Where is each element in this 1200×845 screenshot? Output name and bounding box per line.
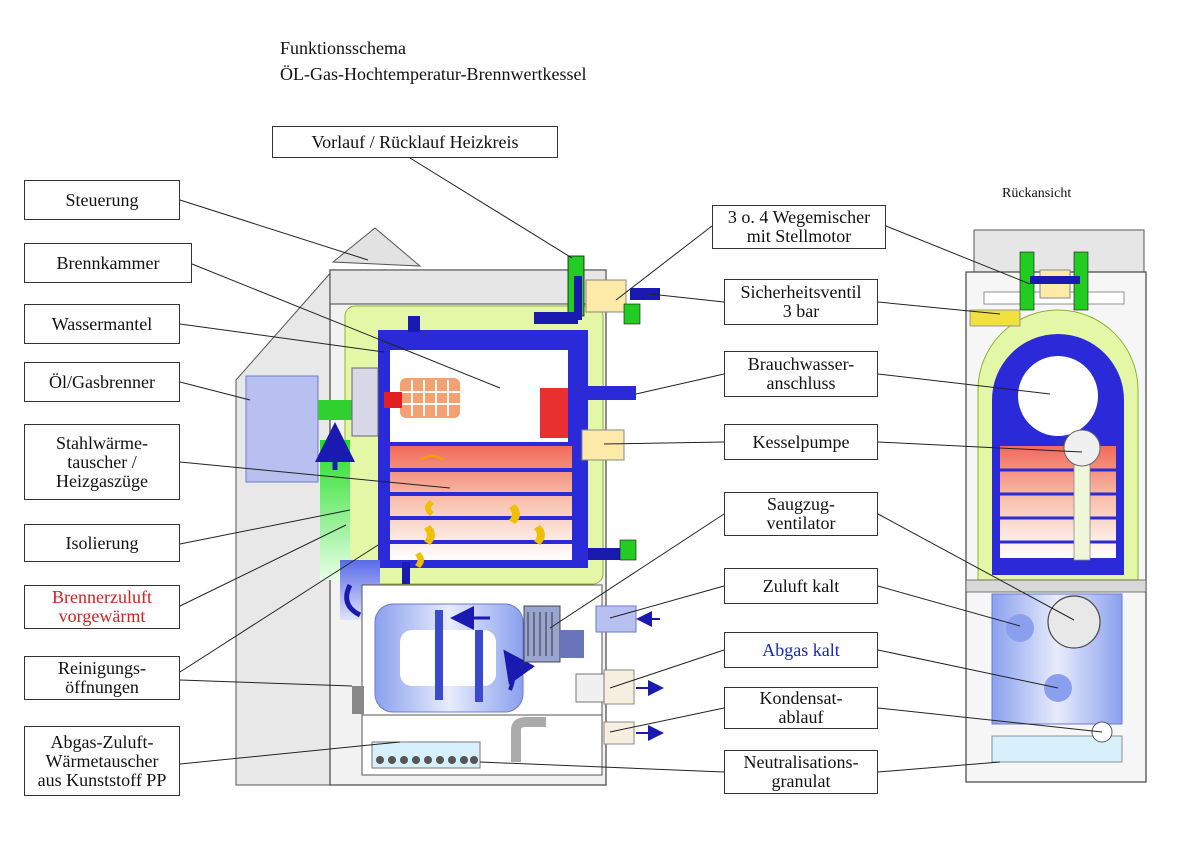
label-brenner: Öl/Gasbrenner — [24, 362, 180, 402]
label-steuerung: Steuerung — [24, 180, 180, 220]
label-stahlwaermetauscher: Stahlwärme- tauscher / Heizgaszüge — [24, 424, 180, 500]
leader-lines — [179, 157, 1103, 773]
label-sicherheitsventil: Sicherheitsventil 3 bar — [724, 279, 878, 325]
burner — [245, 375, 319, 483]
boiler-pump — [581, 429, 625, 461]
rear-heat-exchanger — [1000, 446, 1116, 558]
mixer-valve — [585, 279, 627, 313]
label-kondensatablauf: Kondensat- ablauf — [724, 687, 878, 729]
diagram-subtitle: ÖL-Gas-Hochtemperatur-Brennwertkessel — [280, 64, 587, 84]
label-reinigungsoeffnungen: Reinigungs- öffnungen — [24, 656, 180, 700]
label-isolierung: Isolierung — [24, 524, 180, 562]
rear-chamber — [1018, 356, 1098, 436]
label-wassermantel: Wassermantel — [24, 304, 180, 344]
hot-water-connection — [588, 386, 636, 400]
condensate-outlet — [603, 721, 635, 745]
rear-fan — [1047, 595, 1101, 649]
label-vorlauf-ruecklauf: Vorlauf / Rücklauf Heizkreis — [272, 126, 558, 158]
side-view — [235, 227, 664, 786]
label-abgas-kalt: Abgas kalt — [724, 632, 878, 668]
side-panel — [235, 268, 334, 786]
cleaning-opening — [352, 686, 364, 714]
label-brauchwasseranschluss: Brauchwasser- anschluss — [724, 351, 878, 397]
label-abgas-zuluft-waermetauscher: Abgas-Zuluft- Wärmetauscher aus Kunststo… — [24, 726, 180, 796]
rear-view-caption: Rückansicht — [1002, 186, 1072, 201]
safety-valve — [630, 288, 660, 300]
flame — [400, 378, 460, 418]
rear-view — [965, 229, 1147, 783]
suction-fan — [523, 605, 561, 663]
cold-air-inlet — [595, 605, 637, 633]
exhaust-outlet — [603, 669, 635, 705]
label-wegemischer: 3 o. 4 Wegemischer mit Stellmotor — [712, 205, 886, 249]
label-saugzugventilator: Saugzug- ventilator — [724, 492, 878, 536]
label-kesselpumpe: Kesselpumpe — [724, 424, 878, 460]
label-brennerzuluft: Brennerzuluft vorgewärmt — [24, 585, 180, 629]
label-zuluft-kalt: Zuluft kalt — [724, 568, 878, 604]
granulate — [371, 741, 481, 769]
diagram-title: Funktionsschema — [280, 38, 406, 58]
label-brennkammer: Brennkammer — [24, 243, 192, 283]
control-housing — [331, 227, 422, 267]
label-neutralisationsgranulat: Neutralisations- granulat — [724, 750, 878, 794]
rear-top-housing — [973, 229, 1145, 273]
